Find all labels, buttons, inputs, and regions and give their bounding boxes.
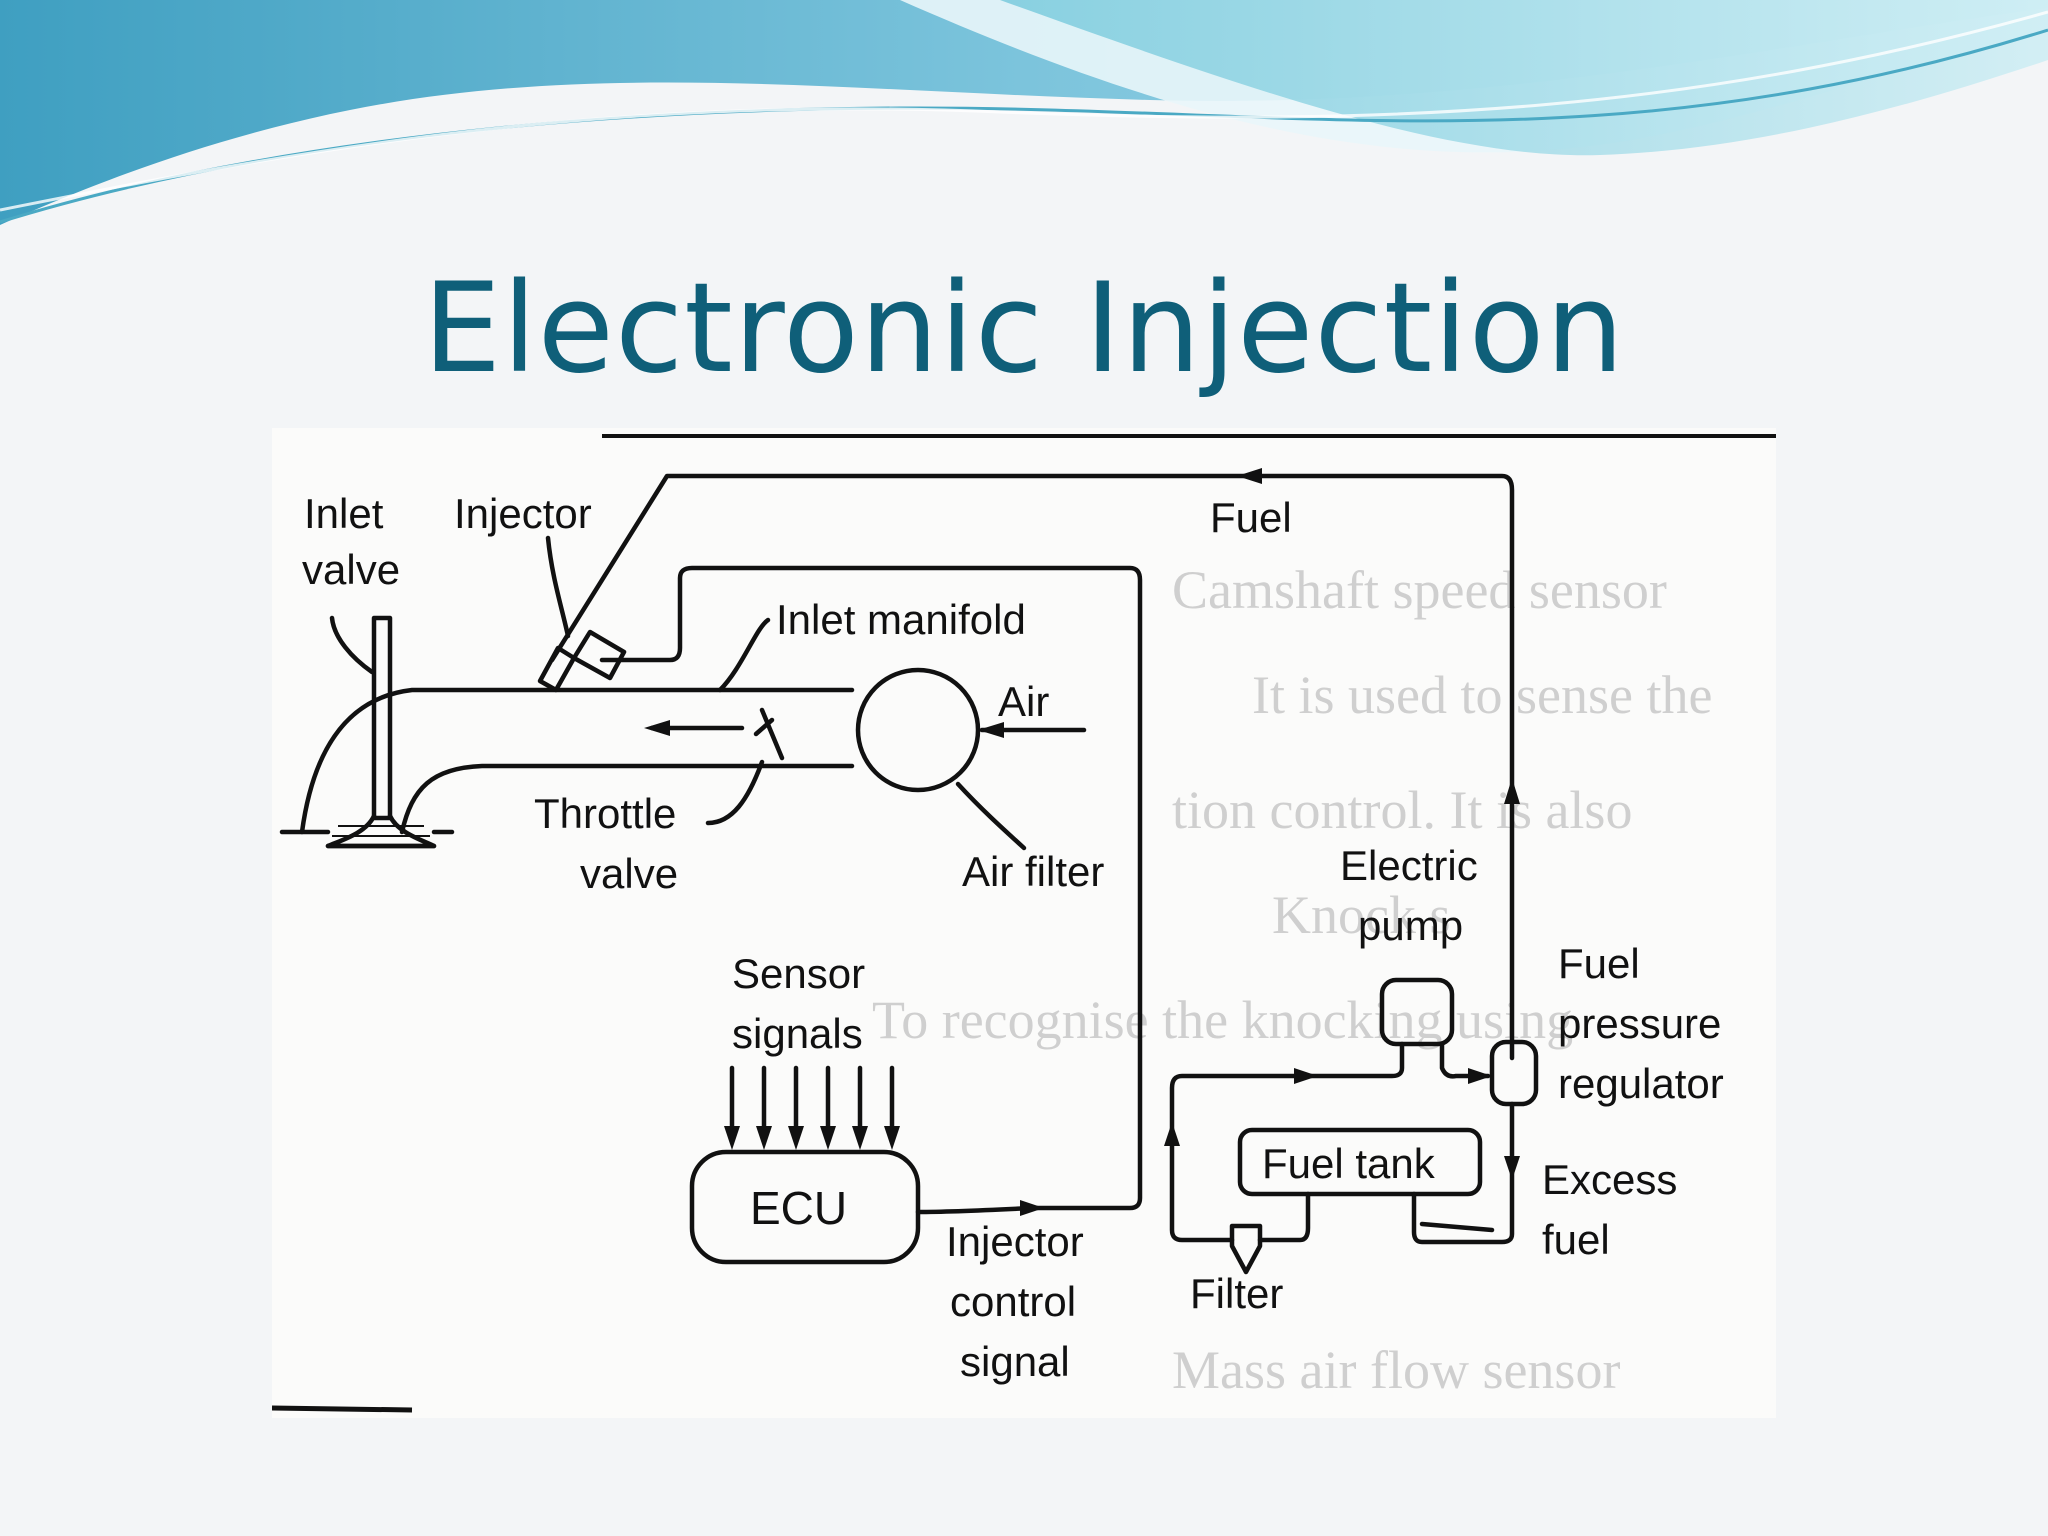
- label-fpr-3: regulator: [1558, 1060, 1724, 1107]
- regulator-inlet-arrow: [1468, 1068, 1492, 1084]
- inlet-manifold-upper: [599, 565, 1143, 1211]
- leader-throttle: [705, 759, 765, 826]
- electric-pump-box: [1379, 977, 1455, 1047]
- fuel-tank-box: [1237, 1127, 1483, 1197]
- label-ecu: ECU: [750, 1182, 847, 1234]
- air-filter-circle: [855, 667, 981, 793]
- ecu-output-line: [915, 1205, 1035, 1215]
- throttle-plate-2: [753, 717, 775, 737]
- excess-fuel-return: [1411, 1101, 1515, 1245]
- label-fuel-tank: Fuel tank: [1262, 1140, 1436, 1187]
- label-injector-control-2: control: [950, 1278, 1076, 1325]
- label-electric-pump-1: Electric: [1340, 842, 1478, 889]
- svg-text:Camshaft speed sensor: Camshaft speed sensor: [1172, 560, 1667, 620]
- air-intake-arrow: [978, 722, 1004, 738]
- svg-text:It is used to sense the: It is used to sense the: [1252, 665, 1712, 725]
- inlet-valve: [325, 615, 437, 849]
- excess-arrow-down: [1504, 1156, 1520, 1180]
- leader-air-filter: [955, 781, 1027, 851]
- filter-tank-line: [1257, 1191, 1311, 1243]
- label-inlet-valve-1: Inlet: [304, 490, 384, 537]
- leader-injector: [545, 535, 571, 639]
- filter-shape: [1229, 1223, 1263, 1275]
- svg-text:To recognise the knocking usin: To recognise the knocking using: [872, 990, 1573, 1050]
- label-throttle-1: Throttle: [534, 790, 676, 837]
- slide-title: Electronic Injection: [422, 257, 1626, 401]
- label-inlet-valve-2: valve: [302, 546, 400, 593]
- fuel-line-top: [549, 473, 1515, 1061]
- label-air: Air: [998, 678, 1049, 725]
- throttle-plate: [759, 707, 785, 761]
- ecu-box: [689, 1149, 921, 1265]
- label-filter: Filter: [1190, 1270, 1283, 1317]
- label-fpr-1: Fuel: [1558, 940, 1640, 987]
- feed-arrow-right: [1294, 1068, 1318, 1084]
- injector-body: [537, 629, 627, 693]
- label-excess-2: fuel: [1542, 1216, 1610, 1263]
- wave-banner: [0, 0, 2048, 225]
- sensor-signal-arrows: [724, 1065, 900, 1150]
- pump-outlet-to-regulator: [1439, 1041, 1491, 1079]
- label-injector-control-1: Injector: [946, 1218, 1084, 1265]
- leader-inlet-valve: [329, 615, 375, 675]
- pump-feed-line: [1169, 1041, 1405, 1243]
- figure-bottom-border: [272, 1405, 413, 1413]
- svg-text:Mass air flow sensor: Mass air flow sensor: [1172, 1340, 1620, 1400]
- label-injector: Injector: [454, 490, 592, 537]
- label-injector-control-3: signal: [960, 1338, 1070, 1385]
- excess-fuel-marker: [1419, 1221, 1495, 1233]
- svg-text:tion control. It is also: tion control. It is also: [1172, 780, 1632, 840]
- label-electric-pump-2: pump: [1358, 902, 1463, 949]
- airflow-arrow: [644, 720, 670, 736]
- label-sensor-1: Sensor: [732, 950, 865, 997]
- svg-text:Knock s: Knock s: [1272, 885, 1450, 945]
- fuel-arrow-up: [1504, 778, 1520, 804]
- port-upper-wall: [299, 687, 855, 835]
- label-air-filter: Air filter: [962, 848, 1104, 895]
- ecu-output-arrow: [1020, 1200, 1044, 1216]
- port-lower-wall: [399, 763, 855, 835]
- label-sensor-2: signals: [732, 1010, 863, 1057]
- label-throttle-2: valve: [580, 850, 678, 897]
- label-fpr-2: pressure: [1558, 1000, 1721, 1047]
- feed-arrow-up: [1164, 1122, 1180, 1146]
- label-excess-1: Excess: [1542, 1156, 1677, 1203]
- fuel-arrow-left: [1237, 468, 1262, 484]
- label-inlet-manifold: Inlet manifold: [776, 596, 1026, 643]
- leader-inlet-manifold: [717, 617, 771, 693]
- label-fuel: Fuel: [1210, 494, 1292, 541]
- bleed-through-text: Camshaft speed sensor It is used to sens…: [872, 560, 1712, 1400]
- injection-diagram: Camshaft speed sensor It is used to sens…: [272, 428, 1776, 1418]
